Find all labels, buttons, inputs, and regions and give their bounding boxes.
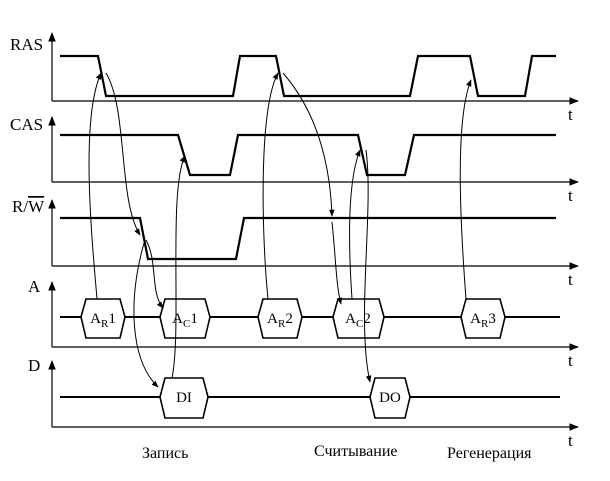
arrow-cas-to-do — [363, 149, 372, 383]
data-segment-di: DI — [159, 377, 209, 419]
addr-segment-ar1: AR1 — [80, 298, 126, 339]
phase-label-write: Запись — [142, 445, 188, 462]
addr-segment-ar3-label: AR3 — [470, 311, 496, 330]
rw-time-label: t — [568, 270, 573, 289]
data-time-label: t — [568, 431, 573, 450]
arrow-di-to-cas — [171, 155, 186, 379]
addr-label: A — [28, 277, 41, 296]
data-axes — [48, 360, 579, 431]
phase-label-refresh: Регенерация — [447, 445, 532, 462]
addr-time-label: t — [568, 351, 573, 370]
arrow-ras-to-rw2 — [282, 72, 335, 217]
cas-axes — [48, 116, 579, 186]
ras-time-label: t — [568, 105, 573, 124]
data-segment-di-label: DI — [176, 390, 192, 406]
phase-label-read: Считывание — [314, 443, 397, 460]
addr-segment-ar3: AR3 — [460, 298, 506, 339]
addr-segment-ac1: AC1 — [159, 298, 211, 339]
addr-segment-ar1-label: AR1 — [90, 311, 116, 330]
data-segment-do-label: DO — [379, 390, 401, 406]
data-segment-do: DO — [369, 377, 411, 419]
rw-axes — [48, 199, 579, 270]
arrow-ar3-to-ras — [459, 79, 472, 300]
addr-segment-ac1-label: AC1 — [172, 311, 198, 330]
arrow-rw-to-ac1 — [145, 239, 164, 309]
rw-label: R/W — [12, 197, 45, 216]
arrow-ac2-to-cas — [349, 149, 361, 300]
arrow-ras-to-rw — [105, 72, 141, 236]
data-label: D — [28, 356, 40, 375]
cas-time-label: t — [568, 186, 573, 205]
arrow-ar1-to-ras — [88, 72, 102, 300]
cas-waveform — [60, 133, 556, 177]
arrow-rw-to-di — [133, 242, 159, 388]
addr-segment-ar2: AR2 — [257, 298, 303, 339]
ras-waveform — [60, 54, 556, 98]
cas-label: CAS — [10, 115, 43, 134]
addr-segment-ac2: AC2 — [332, 298, 385, 339]
arrow-rw-to-ac2 — [331, 221, 343, 305]
dependency-arrows — [88, 72, 472, 388]
addr-segment-ac2-label: AC2 — [345, 311, 371, 330]
addr-axes — [48, 281, 579, 351]
addr-segment-ar2-label: AR2 — [267, 311, 293, 330]
rw-waveform — [60, 216, 556, 261]
ras-axes — [48, 32, 579, 105]
rw-label-overbar: W — [28, 197, 45, 216]
arrow-ar2-to-ras — [262, 72, 279, 300]
ras-label: RAS — [10, 35, 43, 54]
